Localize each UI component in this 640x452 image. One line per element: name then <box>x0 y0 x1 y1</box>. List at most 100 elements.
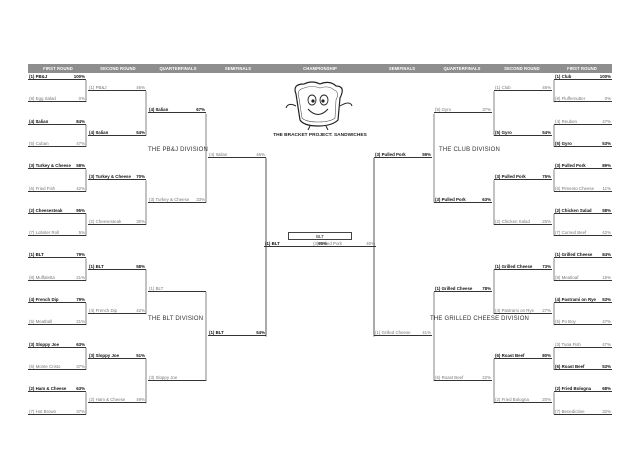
entry-name: (1) BLT <box>149 285 164 291</box>
entry-percent: 53% <box>602 363 611 369</box>
entry-percent: 54% <box>136 129 145 135</box>
bracket-slot-right-r1: (6) Pimento Cheese 11% <box>554 185 612 192</box>
entry-name: (1) BLT <box>29 252 44 258</box>
entry-percent: 5% <box>78 230 85 236</box>
entry-name: (6) Pimento Cheese <box>555 185 595 191</box>
entry-percent: 75% <box>542 174 551 180</box>
entry-percent: 0% <box>604 96 611 102</box>
entry-percent: 30% <box>136 218 145 224</box>
entry-percent: 58% <box>136 263 145 269</box>
entry-percent: 47% <box>602 319 611 325</box>
entry-percent: 59% <box>422 152 431 158</box>
bracket-slot-right-r2: (6) Roast Beef 80% <box>494 352 552 359</box>
bracket-slot-left-r1: (7) Hot Brown 37% <box>28 408 86 415</box>
entry-percent: 37% <box>482 107 491 113</box>
entry-percent: 53% <box>602 140 611 146</box>
entry-percent: 53% <box>602 297 611 302</box>
entry-percent: 37% <box>76 408 85 414</box>
division-label-blt: THE BLT DIVISION <box>148 316 204 322</box>
entry-percent: 95% <box>76 207 85 213</box>
entry-percent: 40% <box>366 241 375 247</box>
entry-percent: 41% <box>422 330 431 336</box>
entry-percent: 63% <box>76 386 85 392</box>
entry-name: (3) Pulled Pork <box>495 174 526 180</box>
entry-percent: 100% <box>599 74 611 79</box>
entry-percent: 42% <box>602 230 611 236</box>
bracket-slot-right-r2: (3) Pulled Pork 75% <box>494 173 552 181</box>
entry-percent: 79% <box>76 252 85 258</box>
entry-name: (4) Italian <box>29 118 49 124</box>
entry-percent: 78% <box>482 285 491 291</box>
entry-percent: 32% <box>602 408 611 414</box>
entry-name: (4) Italian <box>209 152 228 158</box>
entry-percent: 67% <box>196 107 205 113</box>
entry-name: (7) Benedictine <box>555 408 585 414</box>
entry-name: (6) Roast Beef <box>495 352 525 358</box>
entry-percent: 46% <box>542 85 551 91</box>
entry-name: (6) Roast Beef <box>435 375 464 381</box>
bracket-slot-right-r1: (7) Benedictine 32% <box>554 408 612 415</box>
header-quarterfinals-left: QUARTERFINALS <box>148 64 208 73</box>
entry-percent: 89% <box>602 163 611 169</box>
entry-percent: 70% <box>136 174 145 180</box>
entry-percent: 63% <box>482 196 491 202</box>
division-label-grilled-cheese: THE GRILLED CHEESE DIVISION <box>430 316 530 322</box>
entry-name: (2) Cheesesteak <box>29 207 63 213</box>
bracket-slot-left-r1: (1) BLT 79% <box>28 251 86 259</box>
entry-name: (4) Italian <box>89 129 109 135</box>
bracket-slot-right-r1: (5) Gyro 53% <box>554 140 612 147</box>
header-second-round-left: SECOND ROUND <box>88 64 148 73</box>
header-quarterfinals-right: QUARTERFINALS <box>432 64 492 73</box>
entry-name: (2) Chicken Salad <box>495 218 530 224</box>
entry-name: (1) BLT <box>89 263 104 269</box>
bracket-slot-right-r1: (2) Fried Bologna 68% <box>554 385 612 393</box>
entry-name: (1) BLT <box>265 241 280 247</box>
entry-percent: 80% <box>542 352 551 358</box>
entry-name: (2) Fried Bologna <box>555 386 592 392</box>
bracket-slot-left-r1: (2) Cheesesteak 95% <box>28 207 86 214</box>
entry-percent: 68% <box>602 386 611 392</box>
entry-percent: 47% <box>602 341 611 347</box>
entry-percent: 63% <box>76 341 85 347</box>
entry-name: (8) Egg Salad <box>29 96 56 102</box>
entry-name: (3) Sloppy Joe <box>149 375 178 381</box>
bracket-slot-left-r2: (4) Italian 54% <box>88 129 146 136</box>
entry-percent: 100% <box>73 74 85 79</box>
header-semifinals-right: SEMIFINALS <box>372 64 432 73</box>
bracket-slot-right-r1: (3) Pulled Pork 89% <box>554 162 612 170</box>
entry-name: (6) Roast Beef <box>555 363 585 369</box>
entry-name: (2) Ham & Cheese <box>29 386 67 392</box>
entry-percent: 22% <box>482 375 491 381</box>
entry-name: (3) Turkey & Cheese <box>149 196 190 202</box>
entry-percent: 11% <box>602 185 611 191</box>
entry-name: (7) Hot Brown <box>29 408 57 414</box>
entry-name: (5) Gyro <box>555 140 572 146</box>
sandwich-mascot-icon <box>285 81 353 131</box>
entry-percent: 49% <box>136 397 145 403</box>
entry-percent: 46% <box>256 152 265 158</box>
entry-percent: 16% <box>602 274 611 280</box>
header-semifinals-left: SEMIFINALS <box>208 64 268 73</box>
entry-name: (5) Po Boy <box>555 319 576 325</box>
entry-name: (3) Pulled Pork <box>555 163 586 169</box>
division-label-pbj: THE PB&J DIVISION <box>148 147 209 153</box>
entry-percent: 79% <box>76 297 85 302</box>
